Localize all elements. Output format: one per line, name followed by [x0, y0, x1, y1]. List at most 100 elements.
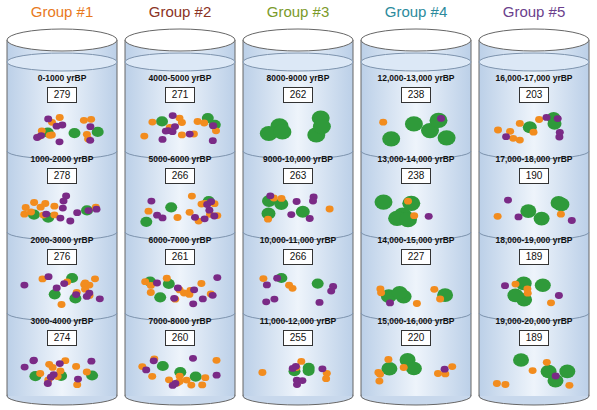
time-layer: 6000-7000 yrBP261 [124, 232, 236, 313]
particle-dot [322, 375, 330, 382]
particle-dot [270, 296, 278, 303]
time-layer: 7000-8000 yrBP260 [124, 313, 236, 394]
particle-dot [507, 289, 523, 303]
age-range-label: 0-1000 yrBP [6, 73, 118, 84]
particle-dot [148, 119, 156, 126]
jar-side [7, 40, 8, 396]
particle-dot [375, 195, 393, 210]
count-box: 266 [165, 168, 196, 184]
particle-dot [72, 363, 80, 370]
time-layer: 17,000-18,000 yrBP190 [478, 151, 590, 232]
particle-dot [86, 123, 94, 130]
particle-dot [73, 209, 81, 216]
age-range-label: 5000-6000 yrBP [124, 154, 236, 165]
particle-dot [306, 215, 314, 222]
particle-dot [512, 281, 520, 288]
particle-dot [93, 206, 101, 213]
particle-dot [543, 114, 551, 121]
particle-dot [58, 301, 66, 308]
particle-dot [293, 198, 301, 205]
particle-dot [45, 273, 53, 280]
particle-dot [156, 116, 168, 126]
age-range-label: 3000-4000 yrBP [6, 316, 118, 327]
particle-dot [56, 360, 64, 367]
count-box: 261 [165, 249, 196, 265]
count-box: 238 [401, 87, 432, 103]
particle-dot [148, 373, 156, 380]
jar-rim [7, 29, 117, 51]
group-jar: Group #412,000-13,000 yrBP23813,000-14,0… [360, 2, 472, 408]
particle-dot [140, 133, 148, 140]
particle-dot [209, 137, 217, 144]
particle-dot [180, 290, 188, 297]
jar-side [353, 40, 354, 396]
particle-dot [448, 363, 456, 370]
particle-dot [42, 211, 50, 218]
particle-dot [382, 131, 400, 146]
particle-dot [557, 211, 565, 218]
particle-dot [543, 359, 551, 366]
jar-liquid-top [125, 53, 235, 71]
time-layer: 4000-5000 yrBP271 [124, 70, 236, 151]
jar-fill [244, 40, 353, 396]
particle-dot [494, 127, 502, 134]
particle-dot [147, 289, 155, 296]
particle-dot [186, 131, 194, 138]
particle-dot [377, 289, 385, 296]
particle-dot [289, 365, 297, 372]
particle-dot [154, 292, 166, 302]
count-box: 220 [401, 330, 432, 346]
particle-dot [56, 138, 64, 145]
particle-dot [529, 367, 537, 374]
particle-dot [494, 213, 502, 220]
particle-dot [201, 215, 209, 222]
group-jar: Group #38000-9000 yrBP2629000-10,000 yrB… [242, 2, 354, 408]
particle-dot [400, 364, 408, 371]
particle-dot [263, 282, 271, 289]
particle-dot [289, 285, 297, 292]
group-jar: Group #516,000-17,000 yrBP20317,000-18,0… [478, 2, 590, 408]
particle-dot [392, 286, 408, 300]
particle-dot [410, 212, 418, 219]
particle-dot [556, 129, 564, 136]
particle-dot [44, 380, 52, 387]
particle-dot [153, 212, 161, 219]
particle-dot [145, 208, 153, 215]
particle-dot [188, 193, 196, 200]
particle-dot [313, 119, 331, 134]
particle-dot [404, 198, 412, 205]
particle-dot [264, 216, 272, 223]
particle-dot [30, 357, 38, 364]
particle-dot [430, 286, 438, 293]
time-layer: 19,000-20,000 yrBP189 [478, 313, 590, 394]
particle-dot [86, 137, 94, 144]
particle-dot [406, 362, 422, 376]
age-range-label: 16,000-17,000 yrBP [478, 73, 590, 84]
particle-dot [430, 113, 448, 128]
jar-side [471, 40, 472, 396]
age-range-label: 9000-10,000 yrBP [242, 154, 354, 165]
particle-dot [83, 369, 91, 376]
jar-fill [480, 40, 589, 396]
particle-dot [190, 372, 202, 382]
particle-dot [379, 119, 387, 126]
particle-dot [80, 117, 88, 124]
age-range-label: 4000-5000 yrBP [124, 73, 236, 84]
particle-dot [96, 295, 104, 302]
particle-dot [318, 365, 326, 372]
jar-body [361, 40, 471, 396]
time-layer: 12,000-13,000 yrBP 238 [360, 70, 472, 151]
particle-dot [203, 201, 211, 208]
age-range-label: 10,000-11,000 yrBP [242, 235, 354, 246]
particle-dot [50, 203, 58, 210]
count-box: 279 [47, 87, 78, 103]
particle-dot [309, 198, 317, 205]
count-box: 266 [283, 249, 314, 265]
particle-dot [87, 116, 95, 123]
count-box: 263 [283, 168, 314, 184]
count-box: 190 [519, 168, 550, 184]
age-range-label: 12,000-13,000 yrBP [360, 73, 472, 84]
count-box: 203 [519, 87, 550, 103]
particle-dot [140, 217, 152, 227]
age-range-label: 1000-2000 yrBP [6, 154, 118, 165]
